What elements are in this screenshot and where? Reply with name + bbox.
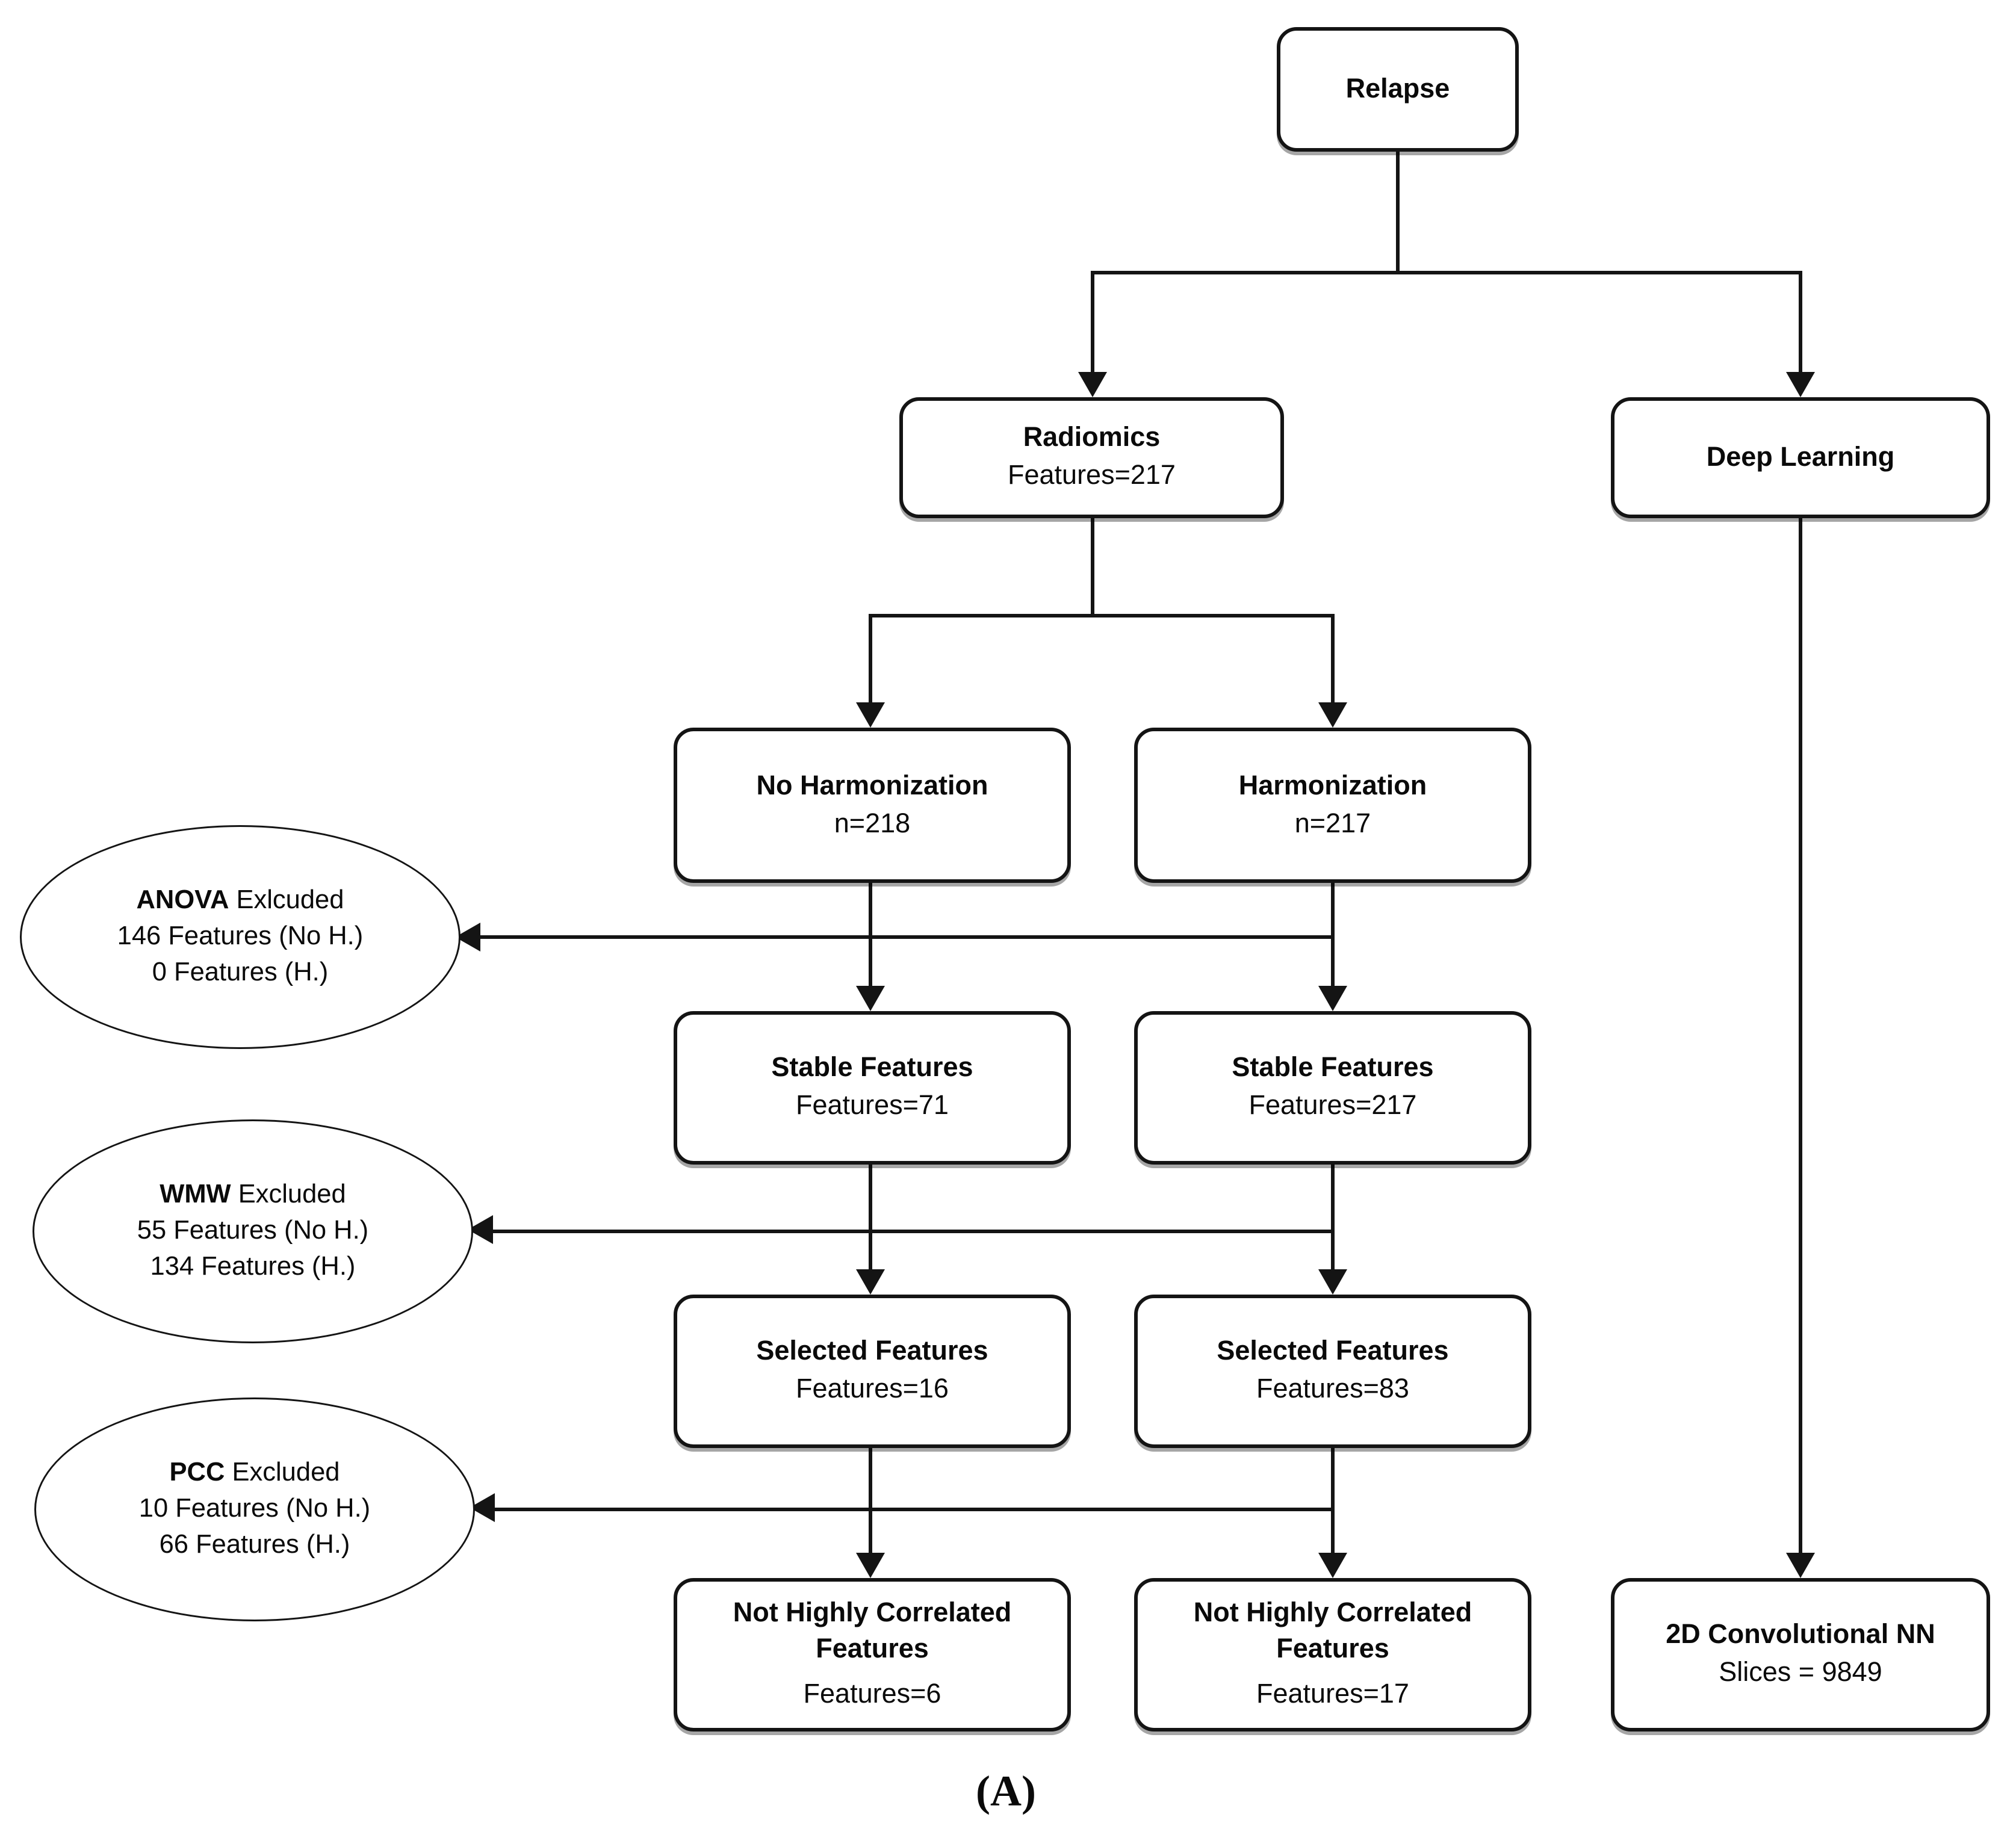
arrow-down-into-nhc-h <box>1318 1553 1347 1578</box>
arrow-down-into-stable-h <box>1318 986 1347 1011</box>
node-deep-learning-title: Deep Learning <box>1706 441 1895 472</box>
connector-radiomics-split <box>869 614 1335 617</box>
node-selected-features-no-h-title: Selected Features <box>756 1336 988 1367</box>
exclusion-anova-heading: ANOVA Exlcuded <box>136 887 344 915</box>
node-2d-convolutional-nn: 2D Convolutional NN Slices = 9849 <box>1611 1578 1990 1732</box>
exclusion-wmw-line3: 134 Features (H.) <box>150 1253 356 1282</box>
node-harmonization: Harmonization n=217 <box>1134 728 1531 883</box>
node-not-highly-correlated-h: Not Highly Correlated Features Features=… <box>1134 1578 1531 1732</box>
arrow-down-into-deep-learning <box>1786 372 1815 397</box>
exclusion-pcc-ellipse: PCC Excluded 10 Features (No H.) 66 Feat… <box>34 1397 475 1621</box>
connector-to-deep-learning <box>1799 271 1802 374</box>
arrow-down-into-selected-no-h <box>856 1269 885 1295</box>
arrow-down-into-harmonization <box>1318 702 1347 728</box>
figure-label: (A) <box>975 1769 1036 1816</box>
connector-stable-to-selected-no-h <box>869 1165 872 1271</box>
exclusion-anova-ellipse: ANOVA Exlcuded 146 Features (No H.) 0 Fe… <box>20 825 461 1049</box>
node-no-harmonization: No Harmonization n=218 <box>674 728 1071 883</box>
node-not-highly-correlated-no-h: Not Highly Correlated Features Features=… <box>674 1578 1071 1732</box>
node-stable-features-h-title: Stable Features <box>1232 1053 1434 1083</box>
node-not-highly-correlated-no-h-subtitle: Features=6 <box>803 1679 941 1710</box>
node-radiomics: Radiomics Features=217 <box>899 397 1284 518</box>
node-stable-features-no-h-subtitle: Features=71 <box>796 1091 949 1121</box>
node-selected-features-no-h: Selected Features Features=16 <box>674 1295 1071 1448</box>
connector-wmw-exclusion-line <box>493 1230 1335 1233</box>
node-relapse-title: Relapse <box>1345 73 1450 104</box>
node-harmonization-title: Harmonization <box>1238 770 1427 801</box>
connector-to-no-harmonization <box>869 614 872 704</box>
arrow-down-into-radiomics <box>1078 372 1107 397</box>
exclusion-wmw-line2: 55 Features (No H.) <box>137 1217 369 1246</box>
node-radiomics-subtitle: Features=217 <box>1008 460 1176 491</box>
arrow-down-into-selected-h <box>1318 1269 1347 1295</box>
node-selected-features-h-title: Selected Features <box>1217 1336 1449 1367</box>
node-stable-features-no-h: Stable Features Features=71 <box>674 1011 1071 1165</box>
connector-radiomics-stem <box>1091 518 1094 614</box>
exclusion-anova-line2: 146 Features (No H.) <box>117 923 364 952</box>
connector-anova-exclusion-line <box>480 935 1335 939</box>
node-no-harmonization-title: No Harmonization <box>756 770 988 801</box>
connector-top-split <box>1091 271 1802 274</box>
connector-stable-to-selected-h <box>1331 1165 1335 1271</box>
arrow-down-into-cnn <box>1786 1553 1815 1578</box>
node-no-harmonization-subtitle: n=218 <box>834 808 911 839</box>
node-selected-features-h-subtitle: Features=83 <box>1256 1374 1409 1405</box>
node-not-highly-correlated-h-title: Not Highly Correlated Features <box>1193 1598 1472 1665</box>
node-radiomics-title: Radiomics <box>1023 422 1161 453</box>
node-stable-features-h-subtitle: Features=217 <box>1248 1091 1417 1121</box>
connector-selected-to-nhc-h <box>1331 1448 1335 1555</box>
exclusion-pcc-line2: 10 Features (No H.) <box>138 1495 371 1524</box>
exclusion-wmw-ellipse: WMW Excluded 55 Features (No H.) 134 Fea… <box>33 1119 473 1343</box>
connector-selected-to-nhc-no-h <box>869 1448 872 1555</box>
node-selected-features-no-h-subtitle: Features=16 <box>796 1374 949 1405</box>
node-2d-convolutional-nn-subtitle: Slices = 9849 <box>1719 1657 1882 1688</box>
arrow-down-into-stable-no-h <box>856 986 885 1011</box>
node-relapse: Relapse <box>1277 27 1519 152</box>
connector-to-radiomics <box>1091 271 1094 374</box>
exclusion-pcc-line3: 66 Features (H.) <box>159 1531 350 1560</box>
connector-relapse-stem <box>1396 152 1400 271</box>
node-stable-features-h: Stable Features Features=217 <box>1134 1011 1531 1165</box>
node-selected-features-h: Selected Features Features=83 <box>1134 1295 1531 1448</box>
arrow-down-into-nhc-no-h <box>856 1553 885 1578</box>
node-stable-features-no-h-title: Stable Features <box>771 1053 973 1083</box>
exclusion-anova-line3: 0 Features (H.) <box>152 959 329 988</box>
connector-to-harmonization <box>1331 614 1335 704</box>
node-not-highly-correlated-h-subtitle: Features=17 <box>1256 1679 1409 1710</box>
node-not-highly-correlated-no-h-title: Not Highly Correlated Features <box>733 1598 1012 1665</box>
exclusion-pcc-heading: PCC Excluded <box>169 1459 340 1488</box>
connector-deep-learning-to-cnn <box>1799 518 1802 1555</box>
connector-pcc-exclusion-line <box>495 1508 1335 1511</box>
node-harmonization-subtitle: n=217 <box>1294 808 1371 839</box>
node-deep-learning: Deep Learning <box>1611 397 1990 518</box>
node-2d-convolutional-nn-title: 2D Convolutional NN <box>1666 1620 1935 1650</box>
arrow-down-into-no-harmonization <box>856 702 885 728</box>
exclusion-wmw-heading: WMW Excluded <box>160 1181 346 1210</box>
